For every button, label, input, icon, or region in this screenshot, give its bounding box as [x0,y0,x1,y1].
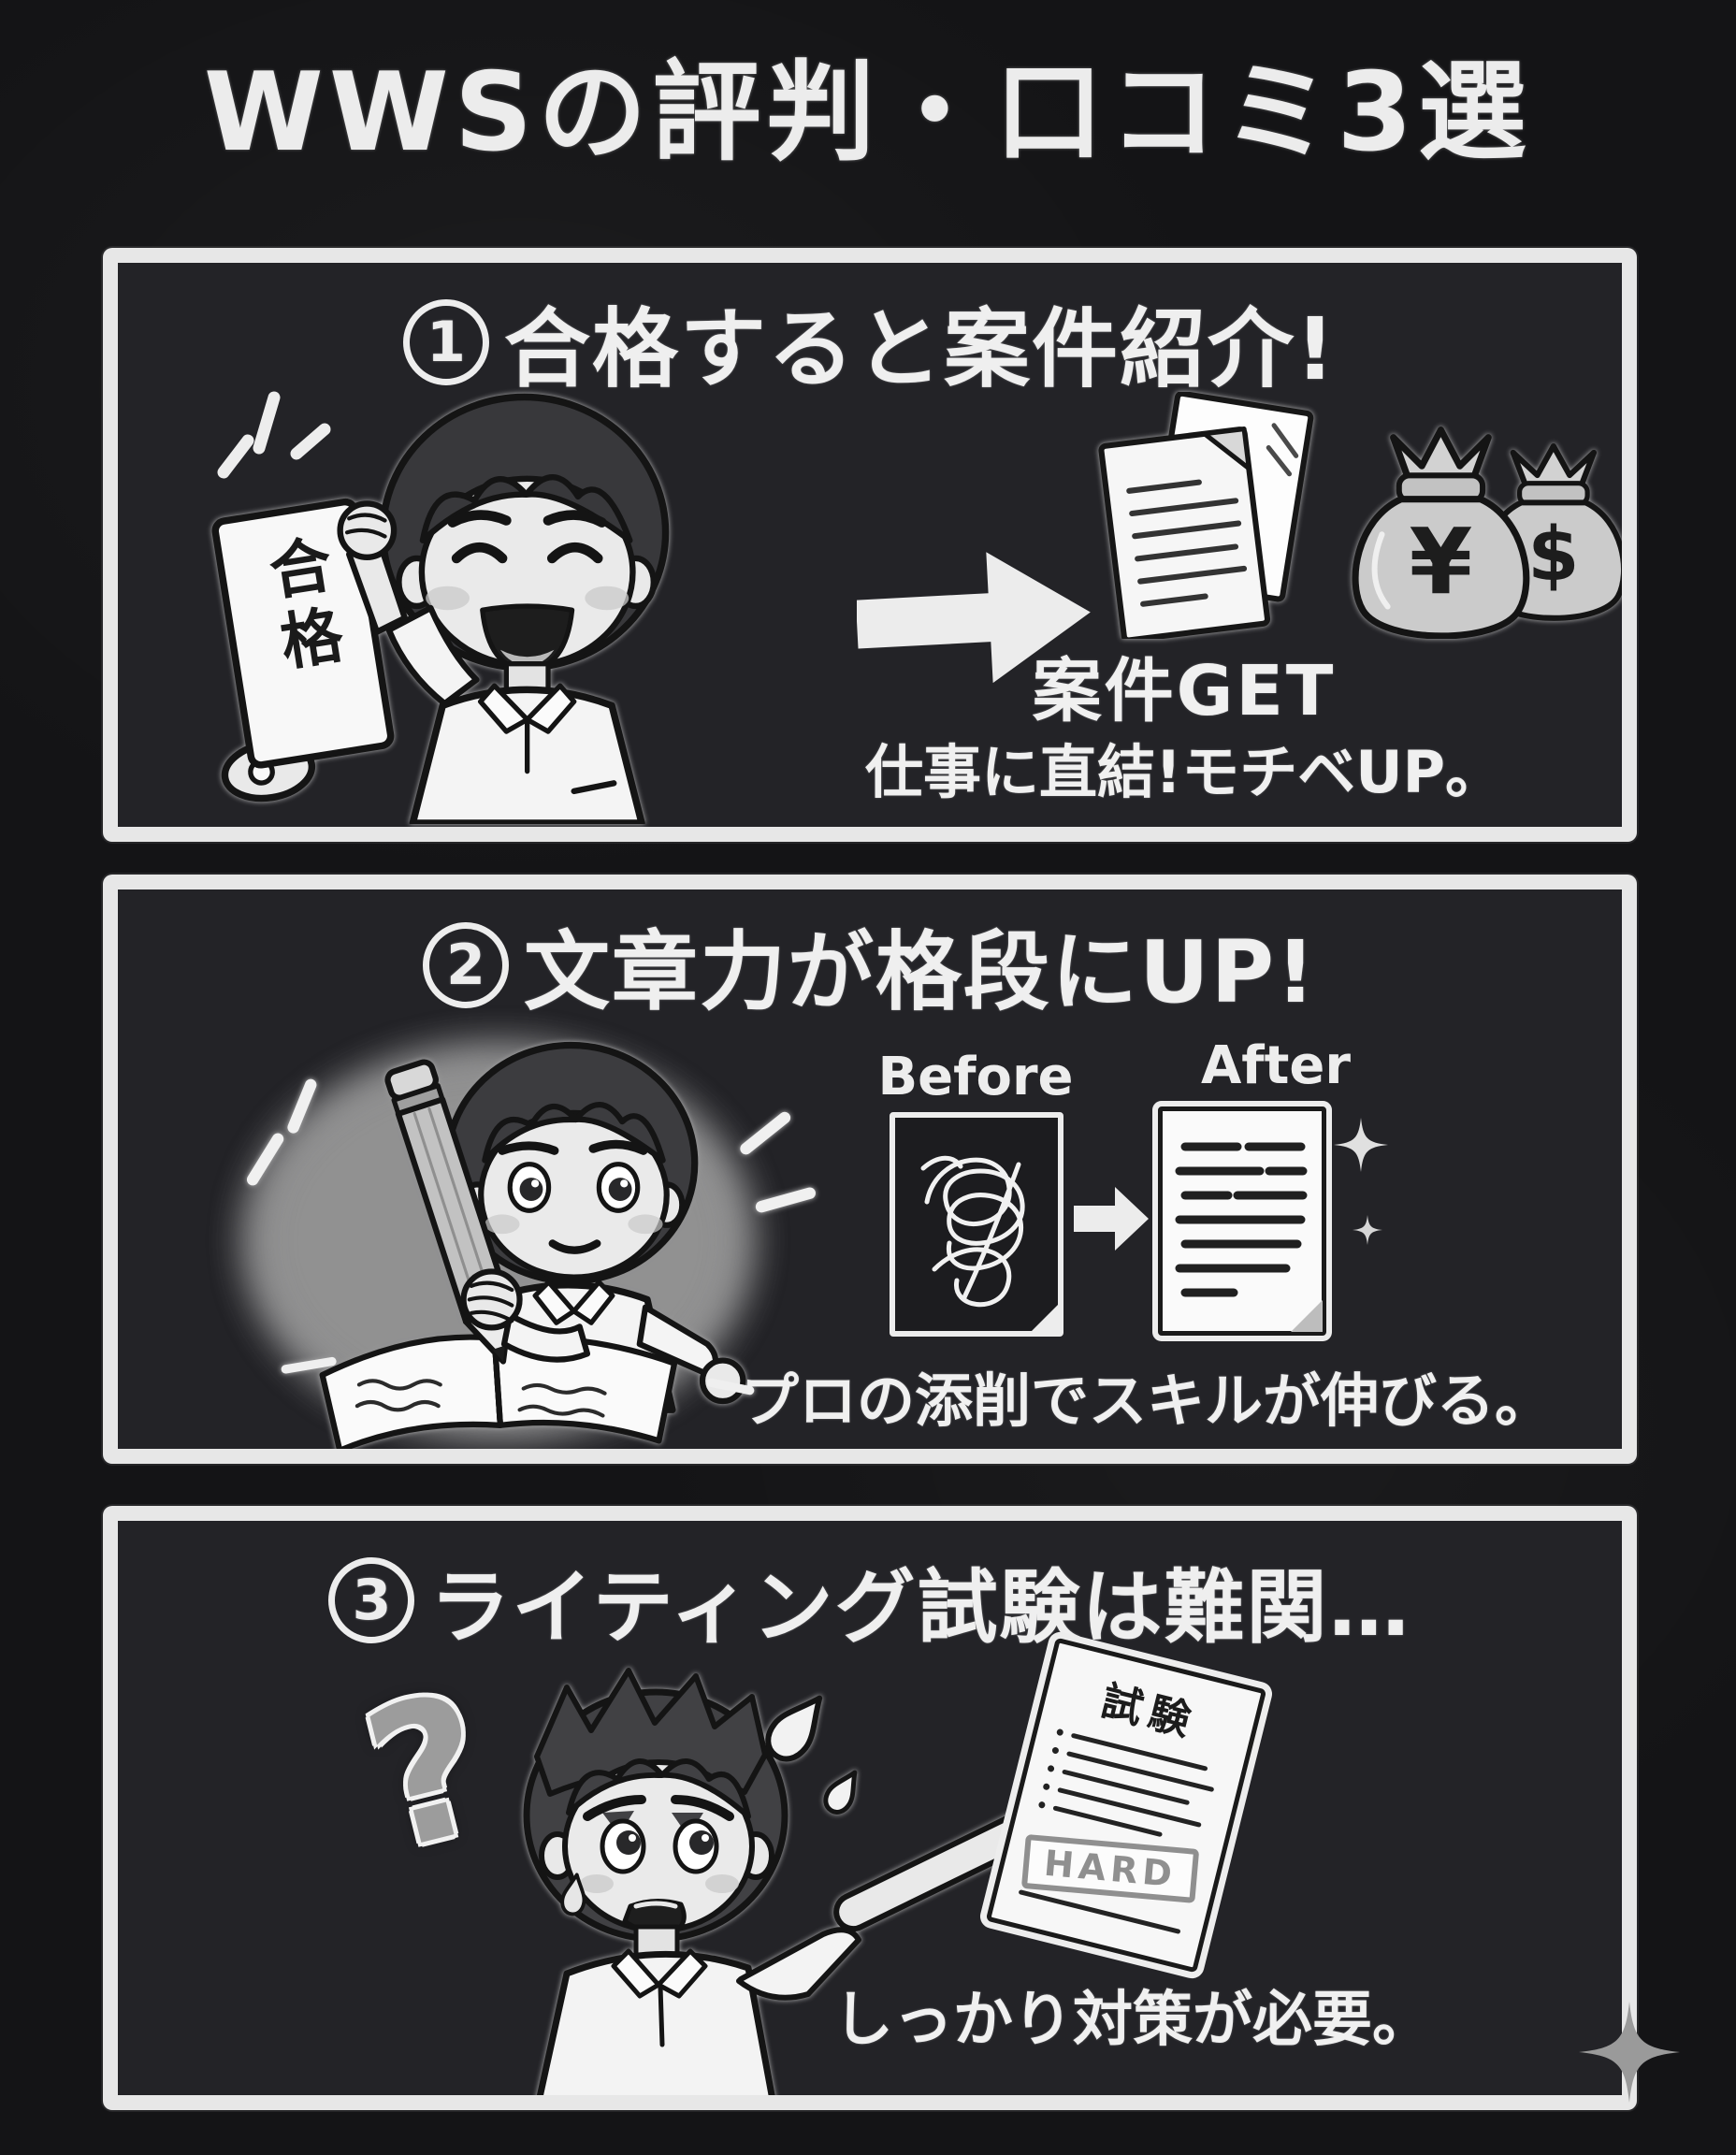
happy-student-illustration [211,393,670,824]
document-front-icon [1098,427,1271,639]
writing-student-illustration [246,1041,816,1449]
section-1-heading-text: 合格すると案件紹介! [504,299,1337,399]
section-1-number-badge: 1 [403,298,490,385]
section-pass-referral: 1 合格すると案件紹介! [103,248,1637,842]
sweat-drops-icon [765,1695,858,1815]
money-bag-yen-icon: ¥ [1352,427,1530,639]
sparkle-icon [1334,1118,1388,1172]
result-caption: 案件GET [1032,651,1337,731]
section-writing-skill: 2 文章力が格段にUP! [103,875,1637,1464]
transform-arrow-icon [1074,1187,1149,1251]
section-1-heading: 1 合格すると案件紹介! [118,280,1622,404]
before-label: Before [877,1047,1074,1107]
section-3-number-badge: 3 [328,1556,415,1643]
section-2-heading: 2 文章力が格段にUP! [118,903,1622,1027]
corner-sparkle-icon [1579,2002,1680,2103]
section-exam-difficulty: 3 ライティング試験は難関… ? [103,1506,1637,2110]
page-title: WWSの評判・口コミ3選 [203,50,1533,176]
section-3-heading: 3 ライティング試験は難関… [118,1541,1622,1658]
page-fold [1291,1300,1323,1332]
dollar-symbol: $ [1527,511,1579,598]
emphasis-dashes-icon [217,391,331,479]
yen-symbol: ¥ [1410,509,1473,615]
section-2-number-badge: 2 [422,921,509,1008]
right-arrow-icon [857,552,1091,684]
section-3-heading-text: ライティング試験は難関… [429,1561,1411,1655]
clean-text-drawing [1175,1142,1308,1297]
exam-paper-title: 試験 [1096,1677,1203,1747]
section-2-caption: プロの添削でスキルが伸びる。 [740,1367,1553,1435]
section-2-heading-text: 文章力が格段にUP! [523,922,1318,1022]
worried-student-illustration [523,1668,1110,2095]
section-3-caption: しっかり対策が必要。 [833,1986,1432,2055]
documents-and-money-icon: $ ¥ [1098,392,1622,639]
emphasis-dashes-icon [246,1078,816,1213]
after-label: After [1200,1035,1352,1096]
sparkle-icon [1353,1215,1382,1245]
before-page-icon [890,1112,1063,1337]
page-fold [1031,1304,1059,1332]
scribble-drawing [920,1155,1025,1308]
pass-scroll-icon [211,498,395,803]
result-subcaption: 仕事に直結!モチベUP。 [864,738,1504,806]
hard-stamp: HARD [1020,1833,1200,1903]
after-page-icon [1158,1106,1326,1336]
